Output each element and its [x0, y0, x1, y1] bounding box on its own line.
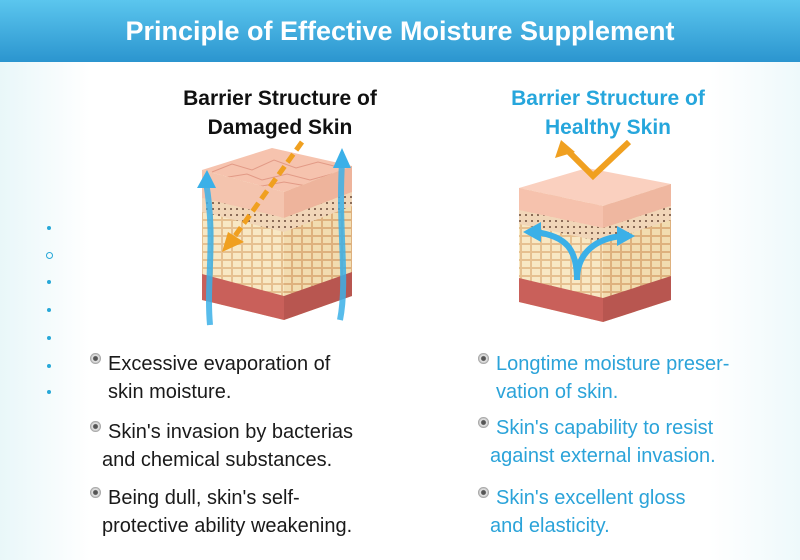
page-title: Principle of Effective Moisture Suppleme… [125, 16, 675, 46]
bullet-text: Skin's excellent gloss [496, 487, 686, 509]
bullet-text: and chemical substances. [102, 449, 333, 471]
bullet-icon [90, 421, 101, 432]
dot-icon [47, 226, 51, 230]
healthy-skin-cube-icon [519, 139, 671, 322]
healthy-skin-diagram [511, 139, 679, 330]
damaged-skin-cube-icon [197, 140, 352, 326]
damaged-bullet-2: Skin's invasion by bacterias and chemica… [90, 418, 420, 474]
bullet-text: Being dull, skin's self- [108, 487, 300, 509]
bullet-text: and elasticity. [490, 515, 610, 537]
ring-dot-icon [46, 252, 53, 259]
damaged-bullet-3: Being dull, skin's self- protective abil… [90, 484, 420, 540]
dot-icon [47, 308, 51, 312]
side-dots-decoration [44, 220, 58, 400]
bullet-text: Longtime moisture preser- [496, 353, 730, 375]
damaged-bullet-1: Excessive evaporation of skin moisture. [90, 350, 420, 406]
heading-line: Healthy Skin [544, 116, 672, 139]
heading-line: Damaged Skin [207, 116, 353, 139]
healthy-bullet-3: Skin's excellent gloss and elasticity. [478, 484, 788, 540]
heading-line: Barrier Structure of [511, 87, 705, 110]
dot-icon [47, 364, 51, 368]
bullet-text: against external invasion. [490, 445, 716, 467]
bullet-icon [478, 417, 489, 428]
bullet-text: Skin's invasion by bacterias [108, 421, 354, 443]
bullet-text: Skin's capability to resist [496, 417, 714, 439]
content-area [0, 62, 800, 560]
header-banner: Principle of Effective Moisture Suppleme… [0, 0, 800, 63]
bullet-icon [478, 487, 489, 498]
heading-line: Barrier Structure of [183, 87, 377, 110]
dot-icon [47, 336, 51, 340]
healthy-bullet-2: Skin's capability to resist against exte… [478, 414, 788, 470]
bullet-text: Excessive evaporation of [108, 353, 331, 375]
dot-icon [47, 390, 51, 394]
damaged-skin-heading: Barrier Structure of Damaged Skin [160, 84, 400, 142]
bullet-icon [90, 487, 101, 498]
bullet-text: protective ability weakening. [102, 515, 353, 537]
healthy-bullet-1: Longtime moisture preser- vation of skin… [478, 350, 788, 406]
healthy-skin-heading: Barrier Structure of Healthy Skin [488, 84, 728, 142]
damaged-skin-diagram [192, 140, 360, 330]
dot-icon [47, 280, 51, 284]
bullet-text: skin moisture. [108, 381, 232, 403]
bullet-icon [90, 353, 101, 364]
bullet-text: vation of skin. [496, 381, 619, 403]
bullet-icon [478, 353, 489, 364]
